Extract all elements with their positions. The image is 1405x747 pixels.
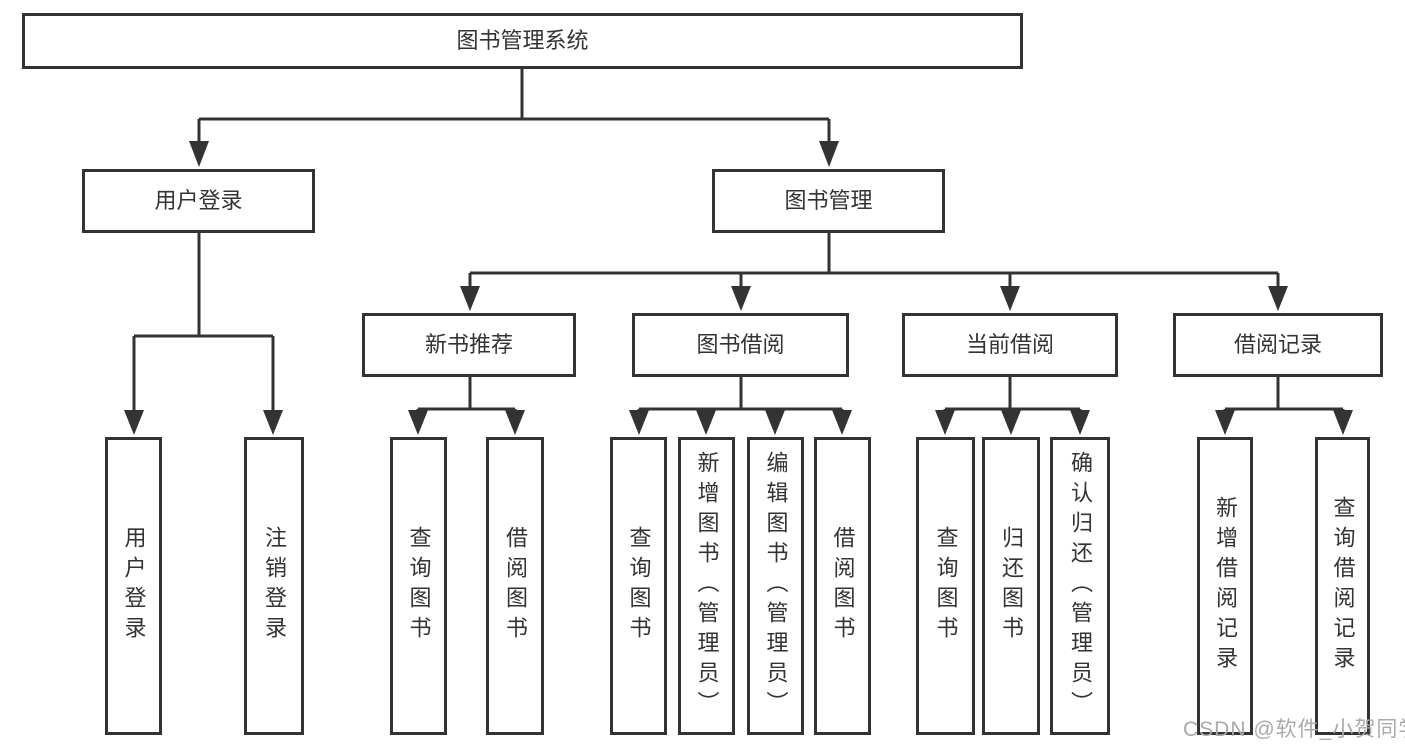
- arrowhead: [696, 410, 716, 435]
- leaf-label: 新增借阅记录: [1213, 496, 1238, 676]
- arrowhead: [1001, 410, 1021, 435]
- arrowhead: [1070, 410, 1090, 435]
- leaf-label: 查询图书: [626, 526, 652, 646]
- leaf-add-borrow-record: 新增借阅记录: [1197, 437, 1253, 735]
- arrowhead: [1215, 410, 1235, 435]
- node-book-borrowing: 图书借阅: [632, 313, 849, 377]
- leaf-label: 借阅图书: [830, 526, 856, 646]
- arrowhead: [1333, 410, 1353, 435]
- leaf-label: 借阅图书: [503, 526, 528, 646]
- node-user-login: 用户登录: [82, 169, 315, 233]
- leaf-logout: 注销登录: [244, 437, 304, 735]
- leaf-query-books: 查询图书: [390, 437, 447, 735]
- leaf-label: 确认归还（管理员）: [1068, 451, 1093, 721]
- leaf-edit-book-admin: 编辑图书（管理员）: [747, 437, 804, 735]
- node-new-book-recommend: 新书推荐: [362, 313, 576, 377]
- arrowhead: [1268, 286, 1288, 311]
- arrowhead: [935, 410, 955, 435]
- leaf-label: 查询借阅记录: [1330, 496, 1356, 676]
- leaf-label: 注销登录: [262, 526, 287, 646]
- leaf-label: 新增图书（管理员）: [694, 451, 720, 721]
- arrowhead: [408, 410, 428, 435]
- leaf-query-borrow-record: 查询借阅记录: [1315, 437, 1370, 735]
- arrowhead: [124, 410, 144, 435]
- leaf-query-books: 查询图书: [916, 437, 975, 735]
- arrowhead: [263, 410, 283, 435]
- leaf-user-login: 用户登录: [105, 437, 162, 735]
- arrowhead: [505, 410, 525, 435]
- leaf-borrow-books: 借阅图书: [814, 437, 871, 735]
- arrowhead: [1000, 286, 1020, 311]
- arrowhead: [765, 410, 785, 435]
- leaf-label: 查询图书: [933, 526, 959, 646]
- node-book-management: 图书管理: [712, 169, 945, 233]
- arrowhead: [460, 286, 480, 311]
- leaf-borrow-books: 借阅图书: [486, 437, 544, 735]
- arrowhead: [629, 410, 649, 435]
- arrowhead: [731, 286, 751, 311]
- arrowhead: [832, 410, 852, 435]
- node-borrowing-records: 借阅记录: [1173, 313, 1383, 377]
- csdn-watermark: CSDN @软件_小贺同学: [1183, 718, 1405, 741]
- arrowhead: [819, 141, 839, 167]
- leaf-query-books: 查询图书: [610, 437, 667, 735]
- leaf-return-books: 归还图书: [982, 437, 1040, 735]
- node-current-borrowing: 当前借阅: [902, 313, 1118, 377]
- leaf-label: 用户登录: [121, 526, 147, 646]
- leaf-label: 编辑图书（管理员）: [763, 451, 789, 721]
- leaf-label: 查询图书: [406, 526, 432, 646]
- leaf-label: 归还图书: [999, 526, 1024, 646]
- leaf-add-book-admin: 新增图书（管理员）: [678, 437, 735, 735]
- node-library-management-system: 图书管理系统: [22, 13, 1023, 69]
- leaf-confirm-return-admin: 确认归还（管理员）: [1050, 437, 1110, 735]
- arrowhead: [189, 141, 209, 167]
